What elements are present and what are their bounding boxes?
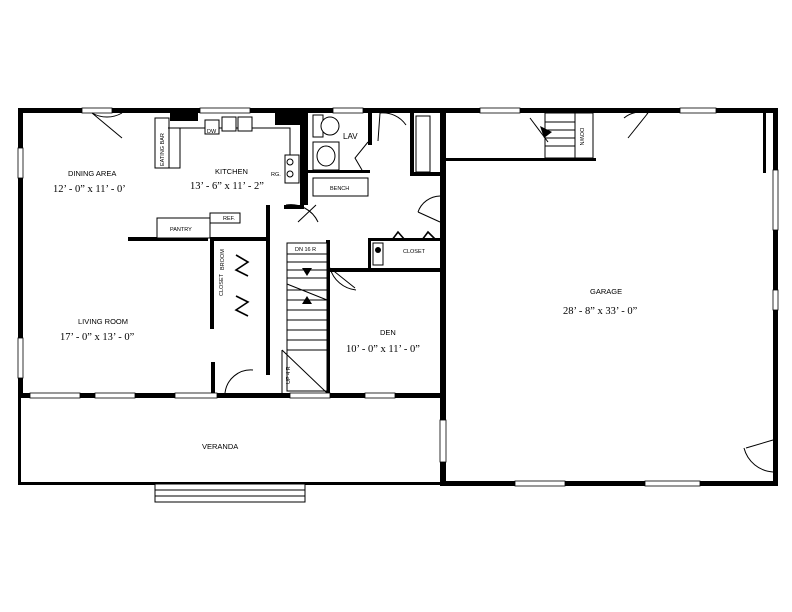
windows: [17, 107, 779, 487]
room-labels: DINING AREA 12’ - 0” x 11’ - 0’ KITCHEN …: [53, 132, 638, 451]
den-dims: 10’ - 0” x 11’ - 0”: [346, 344, 420, 355]
closet-label-den: CLOSET: [403, 249, 426, 255]
dining-area-dims: 12’ - 0” x 11’ - 0’: [53, 184, 126, 195]
fixture-labels: EATING BAR DW RG. PANTRY REF. BROOM CLOS…: [160, 128, 584, 384]
dishwasher-label: DW: [207, 129, 217, 135]
den-label: DEN: [380, 328, 396, 337]
veranda-steps: [154, 483, 306, 503]
garage-dims: 28’ - 8” x 33’ - 0”: [563, 306, 638, 317]
bench-label: BENCH: [330, 186, 349, 192]
lav-label: LAV: [343, 132, 358, 141]
veranda-label: VERANDA: [202, 442, 238, 451]
refrigerator-label: REF.: [223, 216, 235, 222]
pantry-label: PANTRY: [170, 227, 192, 233]
bath-fixtures: [312, 114, 431, 266]
stairs-up-label: UP 4 R: [286, 366, 292, 384]
range-label: RG.: [271, 172, 281, 178]
main-stairs: [281, 242, 328, 394]
kitchen-fixtures: [154, 113, 300, 239]
living-room-label: LIVING ROOM: [78, 317, 128, 326]
garage-stairs: [529, 112, 594, 159]
exterior-walls: [18, 108, 778, 486]
closet-label-living: CLOSET: [219, 273, 225, 296]
kitchen-label: KITCHEN: [215, 167, 248, 176]
interior-walls: [128, 108, 766, 393]
doors: [91, 111, 774, 473]
eating-bar-label: EATING BAR: [160, 133, 166, 166]
garage-label: GARAGE: [590, 287, 622, 296]
broom-closet-label: BROOM: [220, 249, 226, 270]
kitchen-dims: 13’ - 6” x 11’ - 2”: [190, 181, 264, 192]
stairs-down-label: DN 16 R: [295, 247, 316, 253]
closet-doors: [234, 230, 437, 317]
dining-area-label: DINING AREA: [68, 169, 116, 178]
living-room-dims: 17’ - 0” x 13’ - 0”: [60, 332, 135, 343]
garage-stairs-down-label: DOWN: [578, 128, 584, 145]
